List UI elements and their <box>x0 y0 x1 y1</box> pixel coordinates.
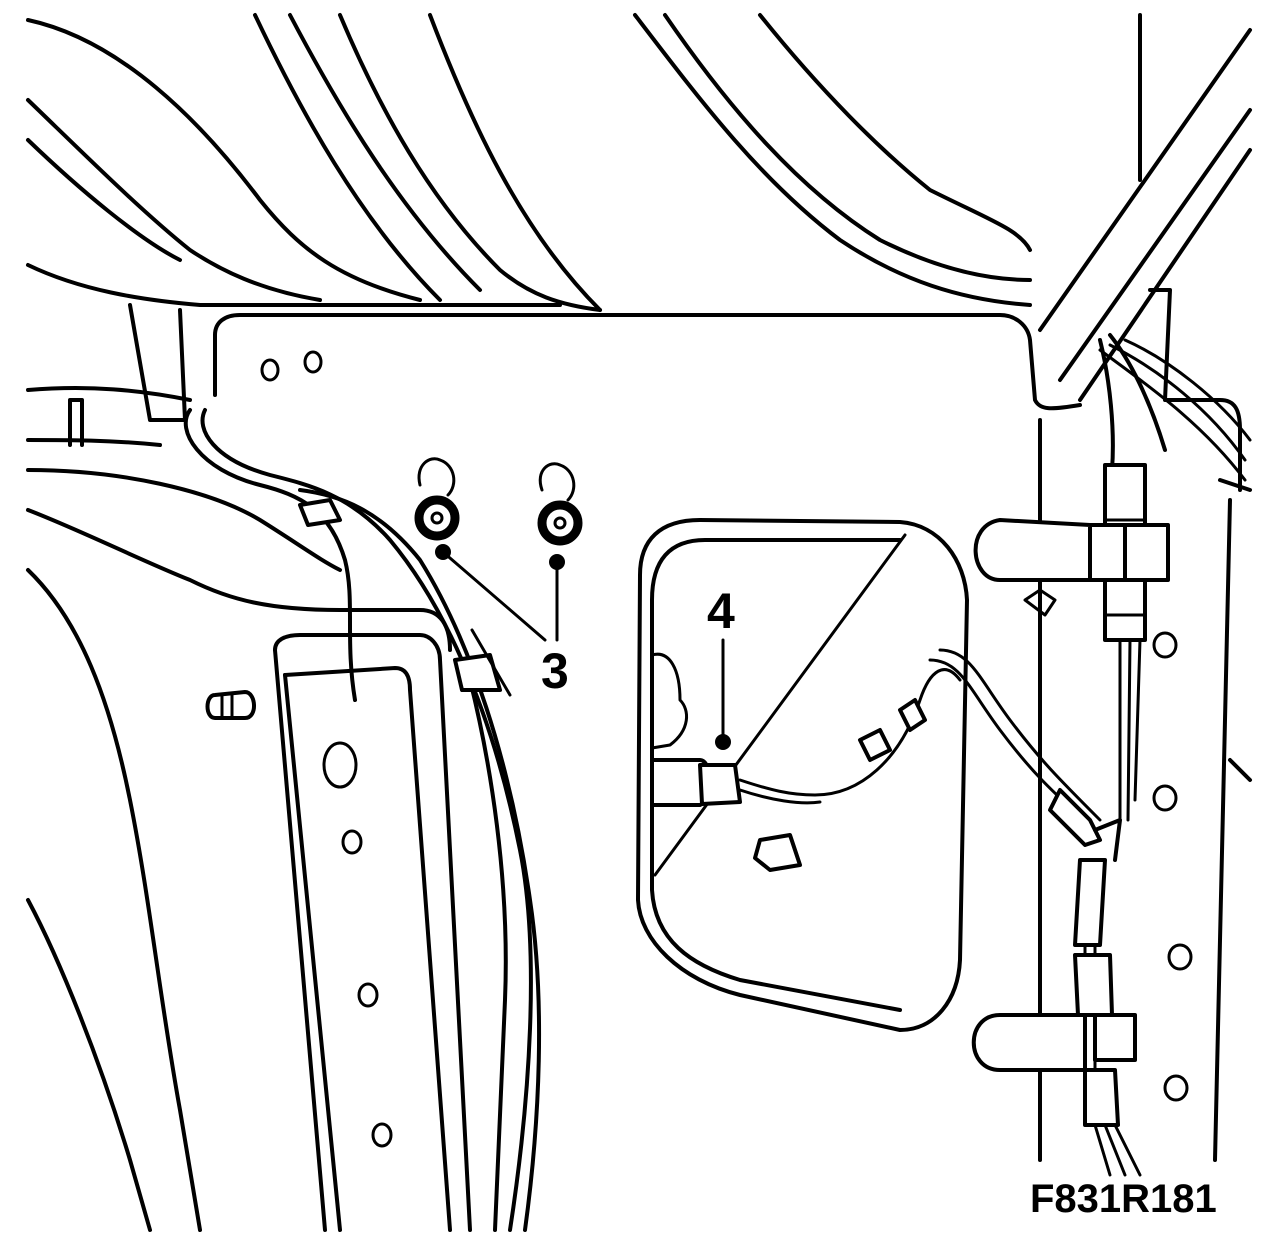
access-opening <box>636 518 969 1032</box>
right-wiring-harness <box>928 333 1252 1177</box>
fastener-group <box>414 457 583 546</box>
panel-holes <box>260 350 1193 1148</box>
stud-grommet <box>205 690 256 720</box>
figure-id: F831R181 <box>1030 1177 1217 1221</box>
fastener-left <box>414 495 460 541</box>
callout-3-leaders <box>435 544 565 642</box>
callout-3-label: 3 <box>541 643 569 699</box>
callout-4-leader <box>715 638 731 750</box>
callout-4-label: 4 <box>707 583 735 639</box>
upper-body-contours <box>26 13 1252 402</box>
left-pillar <box>26 386 472 1232</box>
fastener-right <box>537 500 583 546</box>
left-wiring-harness <box>183 408 542 1232</box>
